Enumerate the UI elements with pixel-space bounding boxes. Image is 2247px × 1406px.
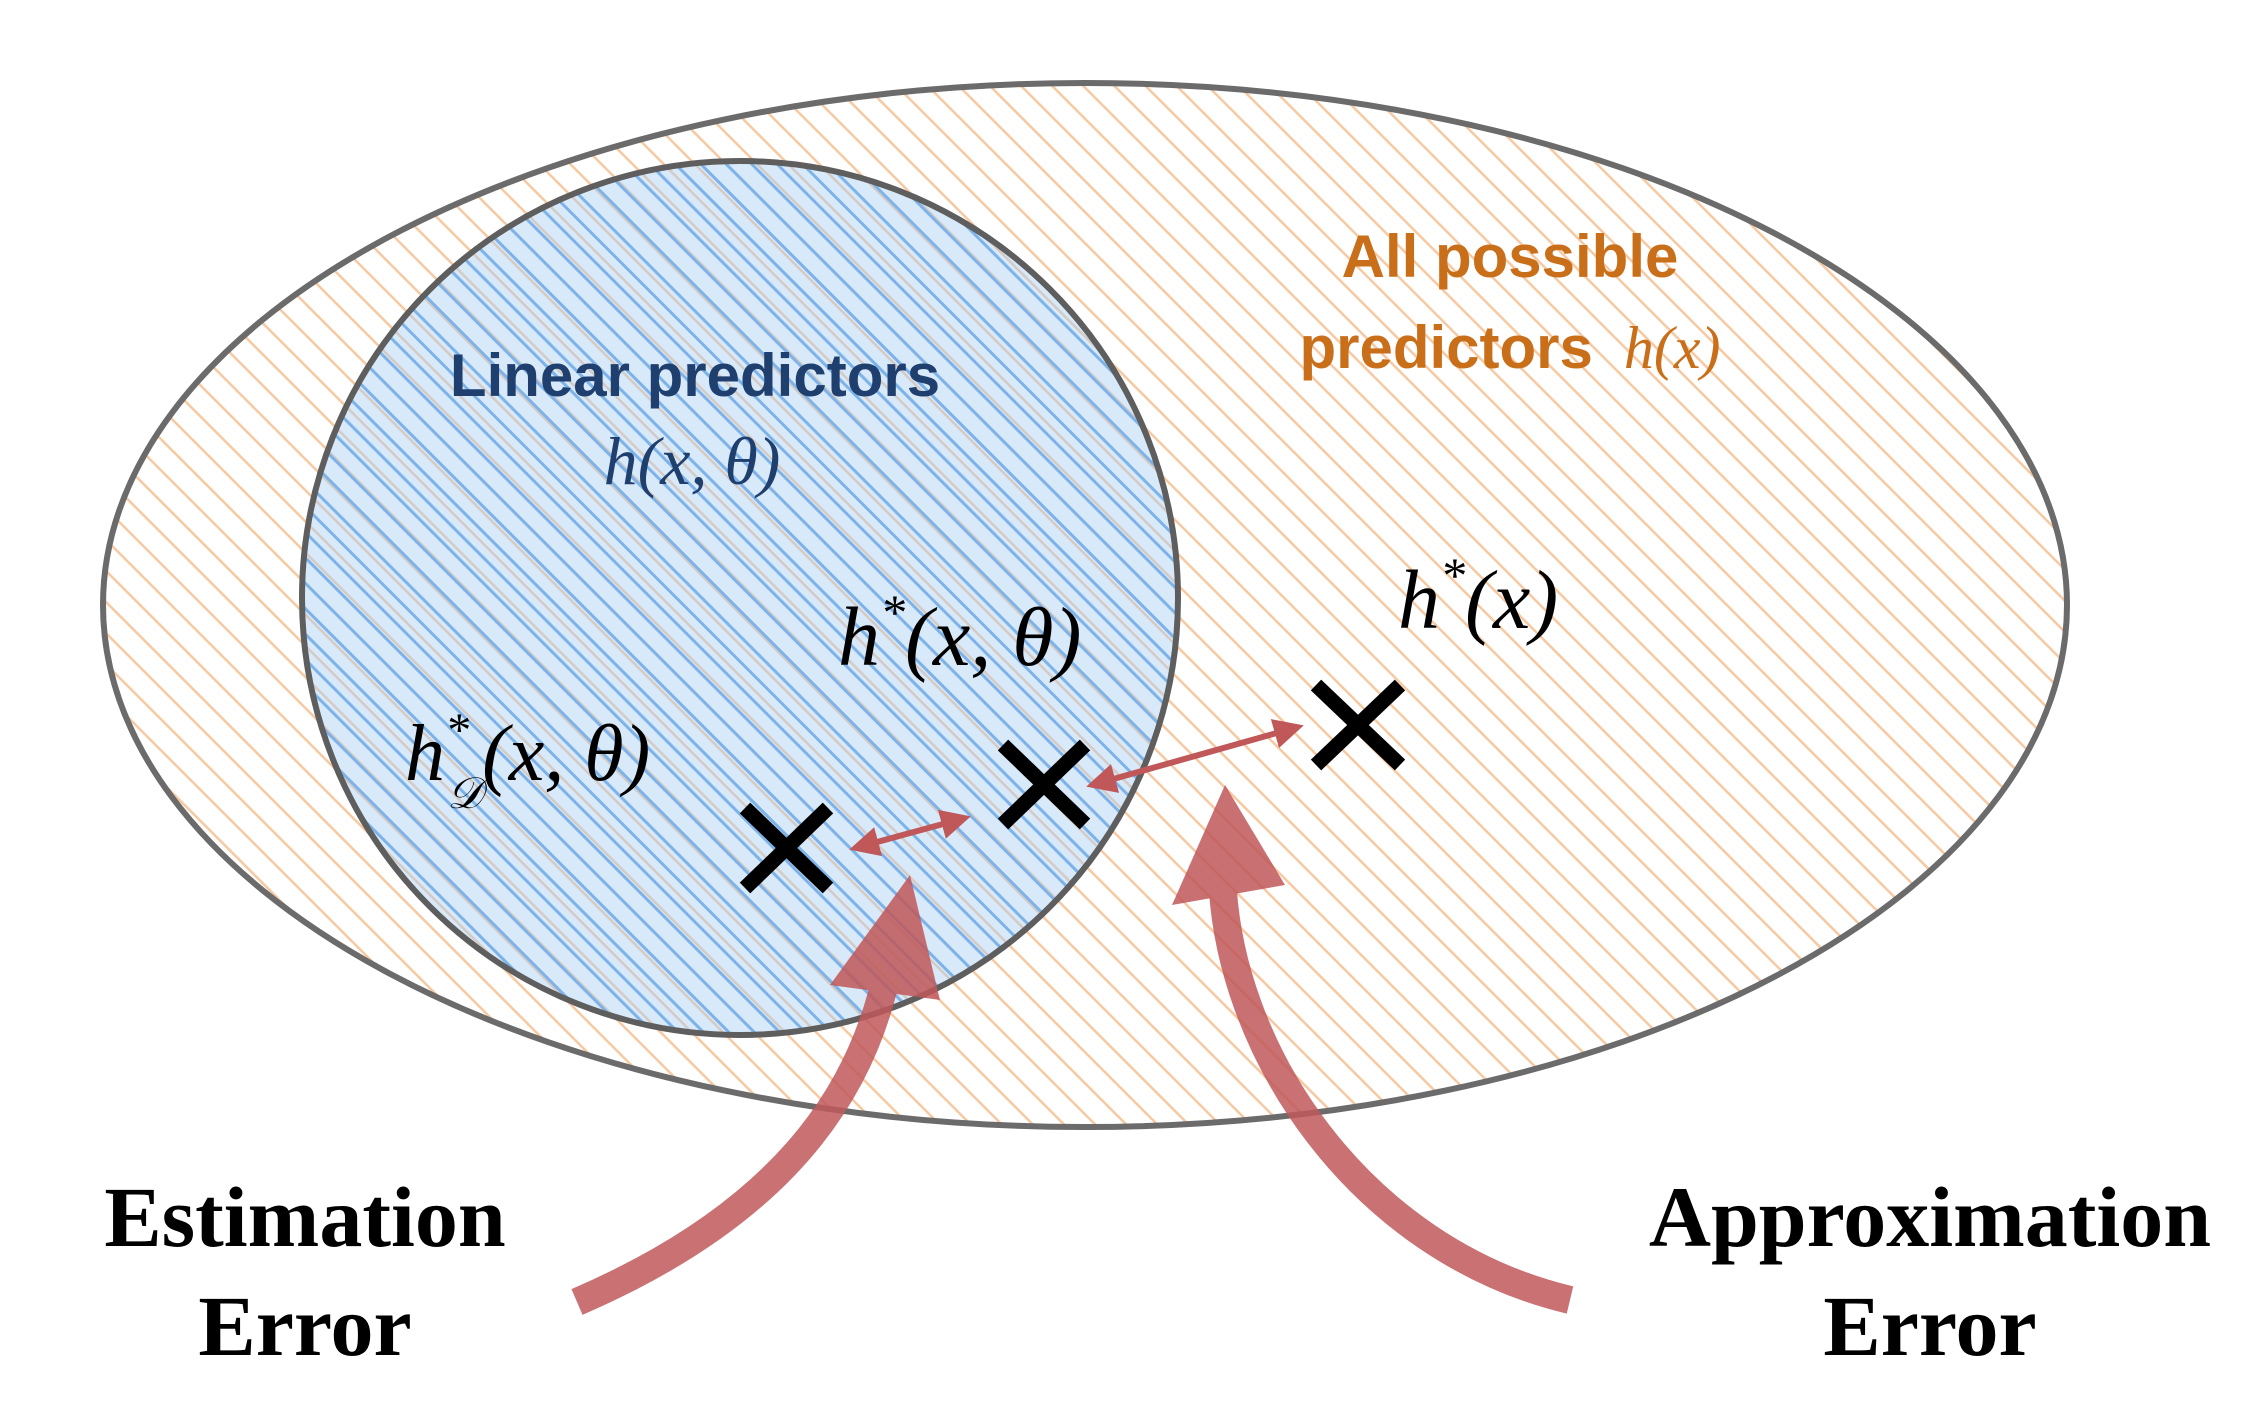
- cross-mark-icon: [1310, 679, 1406, 771]
- estimation-callout-arrow: [571, 875, 940, 1315]
- approximation-callout-arrow: [1172, 785, 1574, 1314]
- estimation-distance-arrow: [849, 809, 971, 857]
- all-predictors-title-word: predictors: [1299, 314, 1592, 381]
- linear-predictors-math: h(x, θ): [604, 423, 781, 499]
- h-star-theta-label: h*(x, θ): [838, 584, 1082, 684]
- cross-mark-icon: [997, 739, 1091, 830]
- all-predictors-math: h(x): [1624, 315, 1721, 381]
- estimation-error-line2: Error: [198, 1278, 411, 1374]
- all-predictors-outline: [100, 80, 2070, 1130]
- approximation-error-line1: Approximation: [1649, 1169, 2211, 1265]
- h-star-d-args: (x, θ): [482, 710, 650, 798]
- cross-mark-icon: [739, 802, 834, 894]
- linear-predictors-outline: [299, 158, 1181, 1038]
- h-star-args: (x): [1465, 554, 1558, 647]
- all-predictors-title-line1: All possible: [1342, 223, 1679, 290]
- linear-predictors-title: Linear predictors: [450, 342, 940, 409]
- all-predictors-title-line2: predictors h(x): [1299, 314, 1720, 381]
- h-star-base: h: [1398, 554, 1440, 647]
- approximation-distance-arrow: [1086, 719, 1304, 793]
- approximation-error-line2: Error: [1823, 1278, 2036, 1374]
- h-star-theta-base: h: [838, 591, 880, 684]
- h-star-d-base: h: [405, 710, 445, 798]
- h-star-label: h*(x): [1398, 547, 1558, 647]
- h-star-sup: *: [1440, 547, 1465, 603]
- estimation-error-line1: Estimation: [104, 1169, 505, 1265]
- h-star-d-sup: *: [445, 704, 469, 757]
- h-star-theta-sup: *: [880, 584, 905, 640]
- h-star-theta-args: (x, θ): [905, 591, 1082, 684]
